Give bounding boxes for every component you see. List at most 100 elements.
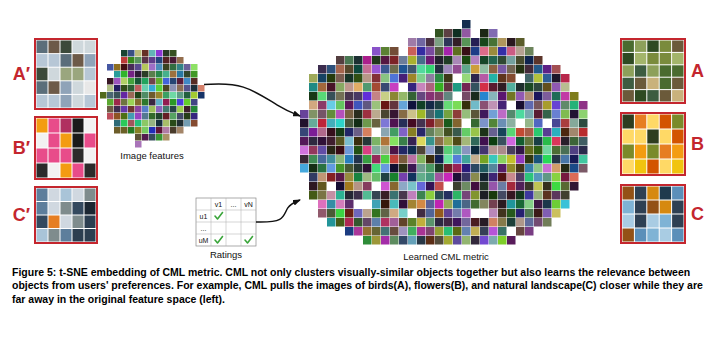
image-tile <box>516 164 525 173</box>
image-tile <box>462 20 471 29</box>
image-tile <box>516 38 525 47</box>
image-tile <box>61 149 72 163</box>
image-tile <box>462 65 471 74</box>
image-tile <box>516 155 525 164</box>
image-tile <box>435 47 444 56</box>
image-tile <box>149 127 156 134</box>
image-tile <box>318 209 327 218</box>
image-tile <box>399 218 408 227</box>
image-tile <box>426 137 435 146</box>
image-tile <box>163 113 170 120</box>
image-tile <box>408 92 417 101</box>
image-tile <box>73 134 84 148</box>
image-tile <box>73 149 84 163</box>
image-tile <box>309 74 318 83</box>
image-tile <box>525 128 534 137</box>
image-tile <box>435 74 444 83</box>
image-tile <box>480 128 489 137</box>
image-tile <box>372 92 381 101</box>
image-tile <box>318 101 327 110</box>
image-tile <box>408 191 417 200</box>
image-tile <box>107 99 114 106</box>
image-tile <box>647 78 658 89</box>
image-tile <box>444 74 453 83</box>
image-tile <box>417 92 426 101</box>
image-tile <box>399 191 408 200</box>
image-tile <box>363 191 372 200</box>
image-tile <box>444 92 453 101</box>
image-tile <box>426 200 435 209</box>
image-tile <box>327 209 336 218</box>
image-tile <box>381 146 390 155</box>
image-tile <box>381 236 390 245</box>
image-tile <box>135 64 142 71</box>
table-border <box>196 198 256 246</box>
image-tile <box>49 119 60 133</box>
image-tile <box>85 189 96 202</box>
image-tile <box>525 218 534 227</box>
image-tile <box>498 38 507 47</box>
image-tile <box>453 38 462 47</box>
image-tile <box>498 209 507 218</box>
image-tile <box>462 83 471 92</box>
image-tile <box>372 74 381 83</box>
image-tile <box>489 137 498 146</box>
image-tile <box>149 85 156 92</box>
image-tile <box>163 127 170 134</box>
image-tile <box>498 173 507 182</box>
image-tile <box>635 41 646 52</box>
image-tile <box>372 200 381 209</box>
image-tile <box>300 119 309 128</box>
image-tile <box>37 95 48 108</box>
image-tile <box>390 200 399 209</box>
image-tile <box>408 110 417 119</box>
image-tile <box>647 53 658 64</box>
image-tile <box>534 128 543 137</box>
image-tile <box>453 227 462 236</box>
image-tile <box>453 65 462 74</box>
image-tile <box>471 83 480 92</box>
image-tile <box>85 41 96 54</box>
image-tile <box>561 191 570 200</box>
image-tile <box>114 113 121 120</box>
image-tile <box>552 101 561 110</box>
image-tile <box>177 113 184 120</box>
image-tile <box>426 227 435 236</box>
flow-arrow <box>256 200 300 222</box>
image-tile <box>156 134 163 141</box>
image-tile <box>61 81 72 94</box>
image-tile <box>498 119 507 128</box>
image-tile <box>561 146 570 155</box>
image-tile <box>444 56 453 65</box>
image-tile <box>198 85 205 92</box>
image-tile <box>498 227 507 236</box>
image-tile <box>135 85 142 92</box>
image-tile <box>623 115 634 129</box>
image-tile <box>372 83 381 92</box>
image-tile <box>516 47 525 56</box>
image-tile <box>156 120 163 127</box>
image-tile <box>327 164 336 173</box>
image-tile <box>191 99 198 106</box>
image-tile <box>507 218 516 227</box>
image-tile <box>647 115 658 129</box>
image-tile <box>345 83 354 92</box>
image-tile <box>525 47 534 56</box>
image-tile <box>534 173 543 182</box>
image-tile <box>191 78 198 85</box>
image-tile <box>49 189 60 202</box>
image-tile <box>363 74 372 83</box>
image-tile <box>390 110 399 119</box>
image-tile <box>390 65 399 74</box>
image-tile <box>471 155 480 164</box>
image-tile <box>372 56 381 65</box>
image-tile <box>635 90 646 101</box>
image-tile <box>453 137 462 146</box>
image-tile <box>534 209 543 218</box>
image-tile <box>149 99 156 106</box>
image-tile <box>435 200 444 209</box>
image-tile <box>408 218 417 227</box>
image-tile <box>318 191 327 200</box>
image-tile <box>525 137 534 146</box>
image-tile <box>114 106 121 113</box>
